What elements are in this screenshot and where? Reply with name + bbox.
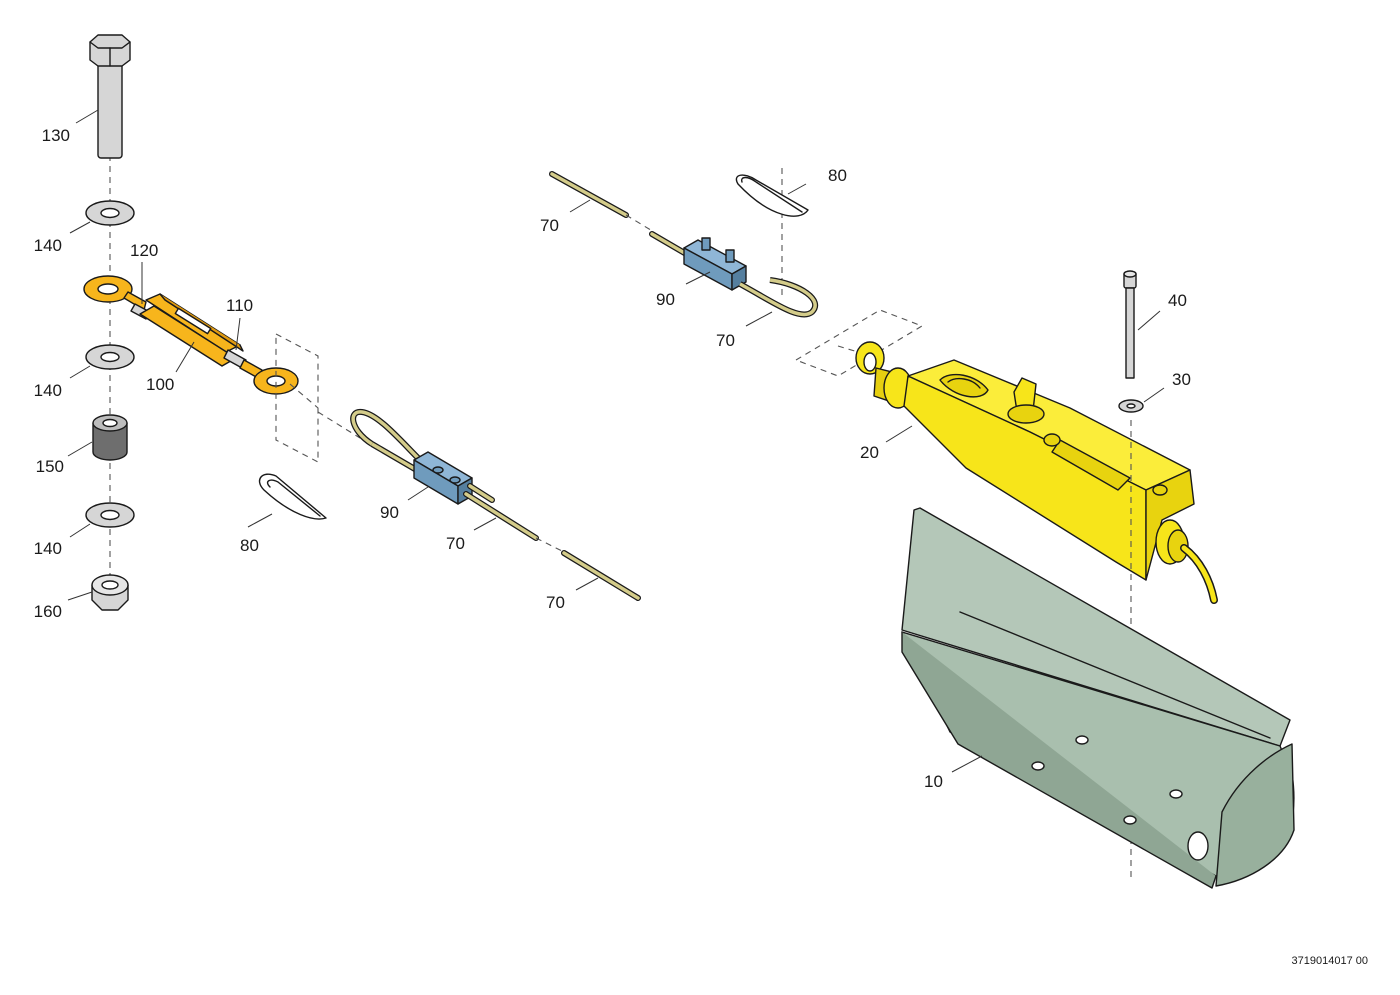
label-30: 30 (1172, 370, 1191, 389)
part-labels: 130 140 120 110 140 100 150 140 160 80 9… (34, 126, 1191, 791)
cable-loop-left (350, 408, 423, 475)
switch-eyelet (855, 341, 913, 409)
leader-lines (67, 109, 1165, 773)
label-90-upper: 90 (656, 290, 675, 309)
screw-40 (1123, 270, 1137, 379)
label-140-c: 140 (34, 539, 62, 558)
switch-housing-side (1145, 469, 1195, 581)
hex-bolt-130 (89, 34, 131, 159)
eye-bolt-right (223, 349, 299, 395)
thimble-80-left (258, 473, 327, 520)
cable-segment-70-left (463, 483, 539, 541)
label-80-upper: 80 (828, 166, 847, 185)
label-140-a: 140 (34, 236, 62, 255)
bracket-hole-4 (1123, 815, 1137, 825)
washer-140-b (85, 344, 135, 370)
washer-140-c (85, 502, 135, 528)
wire-clamp-90-upper (649, 231, 747, 291)
cable-segment-70-lower (561, 550, 641, 601)
turnbuckle-assembly (83, 275, 299, 395)
washer-30 (1118, 399, 1144, 413)
cable-loop-upper (738, 277, 818, 318)
spacer-150 (92, 414, 128, 461)
label-70-loop: 70 (716, 331, 735, 350)
pull-wire-switch-20 (855, 341, 1218, 604)
label-90-left: 90 (380, 503, 399, 522)
label-120: 120 (130, 241, 158, 260)
cable-segment-70-upper (549, 171, 629, 218)
drawing-number: 3719014017 00 (1292, 955, 1368, 967)
label-110: 110 (226, 296, 253, 315)
bracket-hole-1 (1031, 761, 1045, 771)
bracket-back-wall (901, 507, 1291, 747)
bracket-end-curve (1215, 743, 1295, 887)
turnbuckle-body (139, 293, 244, 367)
label-70-lower: 70 (546, 593, 565, 612)
bracket-slot (1187, 831, 1209, 861)
label-100: 100 (146, 375, 174, 394)
bracket-hole-2 (1075, 735, 1089, 745)
cable-gland (1155, 519, 1189, 565)
lock-nut-160 (91, 574, 129, 611)
dashed-box-right (794, 309, 924, 377)
bolt-shank (97, 61, 123, 159)
bracket-hole-3 (1169, 789, 1183, 799)
reset-knob (1007, 377, 1045, 424)
label-20: 20 (860, 443, 879, 462)
switch-cable (1180, 544, 1218, 604)
label-40: 40 (1168, 291, 1187, 310)
label-10: 10 (924, 772, 943, 791)
dashed-box-left (275, 333, 361, 463)
label-70-left: 70 (446, 534, 465, 553)
label-150: 150 (36, 457, 64, 476)
mounting-bracket-10 (901, 507, 1295, 889)
thimble-80-upper (735, 174, 809, 217)
eye-bolt-left (83, 275, 151, 320)
label-140-b: 140 (34, 381, 62, 400)
washer-140-a (85, 200, 135, 226)
label-80-left: 80 (240, 536, 259, 555)
label-130: 130 (42, 126, 70, 145)
label-70-upper: 70 (540, 216, 559, 235)
wire-clamp-90-left (413, 451, 473, 505)
label-160: 160 (34, 602, 62, 621)
